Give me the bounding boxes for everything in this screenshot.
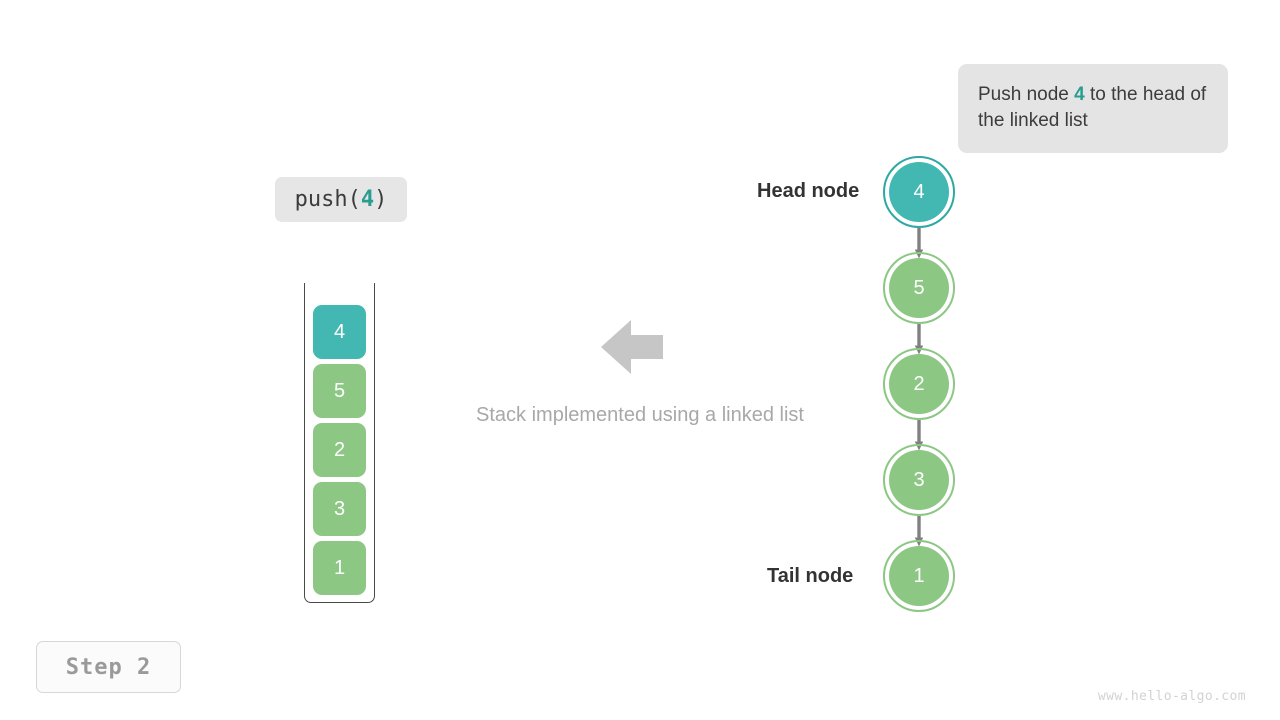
stack-cell: 3: [313, 482, 366, 536]
callout-text-after: to the head of the linked list: [978, 84, 1207, 131]
linked-list: 4 5 2 3 1: [880, 150, 960, 620]
operation-prefix: push(: [294, 187, 361, 212]
callout-highlight-value: 4: [1074, 84, 1085, 105]
node-value: 5: [913, 276, 925, 299]
tail-node-label: Tail node: [767, 565, 854, 587]
head-node-label: Head node: [757, 180, 860, 202]
node-value: 3: [913, 468, 925, 491]
linked-list-node: 3: [889, 450, 949, 510]
left-arrow-icon: [601, 318, 663, 376]
stack-caption: Stack implemented using a linked list: [476, 404, 804, 426]
operation-argument: 4: [360, 187, 375, 212]
stack-cell-value: 1: [333, 556, 346, 579]
step-badge: Step 2: [36, 641, 181, 693]
linked-list-node: 4: [889, 162, 949, 222]
operation-chip: push(4): [275, 177, 407, 222]
linked-list-node: 5: [889, 258, 949, 318]
node-value: 4: [913, 180, 925, 203]
stack-cell: 5: [313, 364, 366, 418]
stack-cell-value: 4: [333, 320, 346, 343]
watermark: www.hello-algo.com: [1097, 689, 1246, 704]
node-ring: [883, 540, 955, 612]
node-ring: [883, 156, 955, 228]
stack-cell-list: 4 5 2 3 1: [313, 305, 366, 595]
stack-cell-value: 3: [333, 497, 346, 520]
node-ring: [883, 348, 955, 420]
callout-box: Push node 4 to the head of the linked li…: [958, 64, 1228, 153]
linked-list-connectors: [914, 228, 924, 547]
stack-container: 4 5 2 3 1: [304, 283, 375, 603]
linked-list-node: 2: [889, 354, 949, 414]
stack-cell-value: 2: [333, 438, 346, 461]
callout-text-before: Push node: [978, 84, 1075, 105]
stack-cell: 2: [313, 423, 366, 477]
stack-cell: 1: [313, 541, 366, 595]
stack-cell-value: 5: [333, 379, 346, 402]
node-value: 1: [913, 564, 925, 587]
node-value: 2: [913, 372, 925, 395]
operation-suffix: ): [374, 187, 388, 212]
node-ring: [883, 444, 955, 516]
stack-cell: 4: [313, 305, 366, 359]
linked-list-node: 1: [889, 546, 949, 606]
stack-frame-outline: [304, 283, 375, 603]
node-ring: [883, 252, 955, 324]
